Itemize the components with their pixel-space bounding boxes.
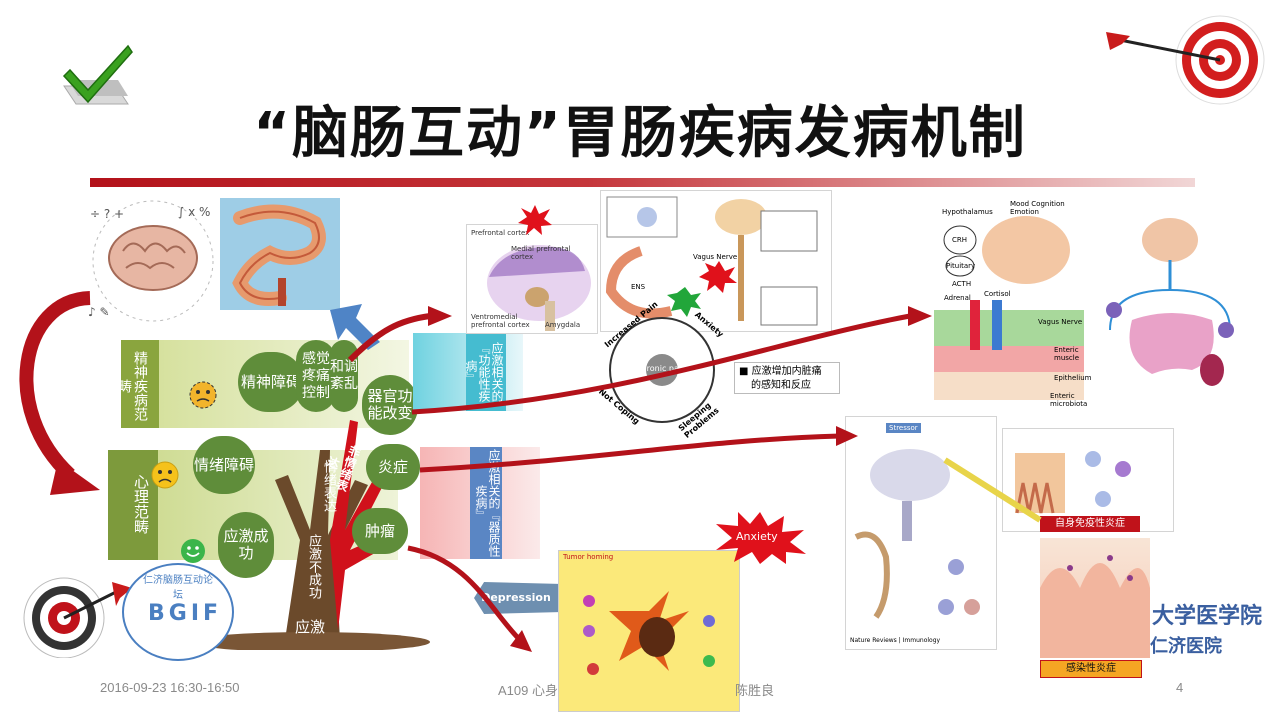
depression-callout: Depression <box>474 582 558 614</box>
slide-title: “脑肠互动”胃肠疾病发病机制 <box>253 101 1027 166</box>
stressor-label: Stressor <box>886 423 921 433</box>
mental-disorder-label: 精神疾病范畴 <box>116 351 148 421</box>
target-dart-icon <box>1106 15 1265 105</box>
bgif-logo: 仁济脑肠互动论坛 BGIF <box>122 563 234 661</box>
sad-face-icon <box>151 461 179 489</box>
microbiota-label: Enteric microbiota <box>1050 392 1088 408</box>
note-line-2: 的感知和反应 <box>751 380 811 391</box>
intestine-image <box>220 198 340 310</box>
leaf-inflammation: 炎症 <box>366 444 420 490</box>
watermark-university: 大学医学院 <box>1152 604 1263 629</box>
functional-tab: 应激相关的『功能性疾病』 <box>464 333 506 411</box>
logo-text: BGIF <box>148 601 223 626</box>
hypothalamus-label: Hypothalamus <box>942 208 993 216</box>
infectious-tag: 感染性炎症 <box>1040 660 1142 678</box>
footer-room: A109 心身 <box>498 683 558 698</box>
crh-label: CRH <box>952 236 968 244</box>
anxiety-burst-label: Anxiety <box>736 530 778 543</box>
svg-text:♪ ✎: ♪ ✎ <box>88 305 110 319</box>
leaf-tumor: 肿瘤 <box>352 508 408 554</box>
leaf-mental-disorder: 精神障碍 <box>238 352 304 412</box>
psych-label: 心理范畴 <box>132 474 150 534</box>
tumor-chart-title: Tumor homing <box>563 553 614 561</box>
epithelium-label: Epithelium <box>1054 374 1092 382</box>
svg-text:∫ x %: ∫ x % <box>178 205 210 219</box>
visceral-pain-note: ■ 应激增加内脏痛 的感知和反应 <box>734 362 840 394</box>
watermark-hospital: 仁济医院 <box>1150 636 1222 657</box>
gut-brain-circuit-figure: Vagus Nerve ENS <box>600 190 832 332</box>
leaf-organ-change: 器官功能改变 <box>362 375 418 435</box>
footer-page-number: 4 <box>1176 680 1184 695</box>
functional-tab-label: 应激相关的『功能性疾病』 <box>464 342 504 402</box>
curved-arrow-left <box>19 291 100 495</box>
acth-label: ACTH <box>952 280 972 288</box>
brain-gut-network-figure <box>1106 218 1234 386</box>
infectious-figure <box>1040 538 1150 658</box>
note-line-1: 应激增加内脏痛 <box>751 366 822 377</box>
blue-arrow <box>330 304 380 350</box>
leaf-sensation-right: 和调紊乱 <box>330 340 358 412</box>
logo-ring-text: 仁济脑肠互动论坛 <box>143 575 213 601</box>
ventromedial-label: Ventromedial prefrontal cortex <box>471 313 530 329</box>
medial-prefrontal-label: Medial prefrontal cortex <box>511 245 571 261</box>
neutral-face-icon <box>189 381 217 409</box>
red-burst-icon <box>518 205 552 235</box>
leaf-emotion-disorder: 情绪障碍 <box>193 436 255 494</box>
pituitary-label: Pituitary <box>946 262 976 270</box>
leaf-sensation: 感觉疼痛控制 <box>296 340 336 412</box>
target-icon-small <box>23 577 132 658</box>
leaf-stress-success: 应激成功 <box>218 512 274 578</box>
happy-face-icon <box>181 539 205 563</box>
chronic-pain-cycle-figure: Increased Pain Anxiety Chronic pain Not … <box>592 300 732 440</box>
brain-sagittal-figure: Prefrontal cortex Medial prefrontal cort… <box>466 224 598 334</box>
psych-box: 心理范畴 <box>108 450 158 560</box>
prefrontal-label: Prefrontal cortex <box>471 229 530 237</box>
organic-tab-label: 应激相关的『器质性疾病』 <box>474 449 501 557</box>
footer-speaker: 陈胜良 <box>735 683 775 698</box>
svg-text:÷ ? +: ÷ ? + <box>90 207 124 221</box>
ens-label: ENS <box>631 283 646 291</box>
stress-fail-label: 应激不成功 <box>306 533 321 599</box>
hpa-axis-figure: Hypothalamus CRH Pituitary ACTH Adrenal … <box>930 200 1092 412</box>
anxiety-burst-icon <box>716 512 806 564</box>
vagus-label-1: Vagus Nerve <box>693 253 738 261</box>
nature-credit: Nature Reviews | Immunology <box>850 637 941 644</box>
adrenal-label: Adrenal <box>944 294 971 302</box>
footer-date: 2016-09-23 16:30-16:50 <box>100 680 240 695</box>
checkmark-icon <box>62 44 133 105</box>
emotion-expression-label: 情绪表达 <box>321 460 336 512</box>
brain-doodle-image: ÷ ? + ∫ x % ♪ ✎ <box>88 200 214 322</box>
organic-tab: 应激相关的『器质性疾病』 <box>470 447 502 559</box>
tumor-immune-figure: Tumor homing <box>558 550 740 712</box>
amygdala-label: Amygdala <box>545 321 581 329</box>
stress-immune-figure: Stressor Nature Reviews | Immunology <box>845 416 997 650</box>
enteric-muscle-label: Enteric muscle <box>1054 346 1080 362</box>
mood-label: Mood Cognition Emotion <box>1010 200 1065 216</box>
chronic-pain-label: Chronic pain <box>636 364 687 373</box>
trunk-label: 应激 <box>295 618 326 636</box>
title-underline <box>90 178 1195 187</box>
mental-disorder-box: 精神疾病范畴 <box>116 340 159 428</box>
autoimmune-tag: 自身免疫性炎症 <box>1040 516 1140 532</box>
cortisol-label: Cortisol <box>984 290 1011 298</box>
vagus-label-2: Vagus Nerve <box>1038 318 1083 326</box>
